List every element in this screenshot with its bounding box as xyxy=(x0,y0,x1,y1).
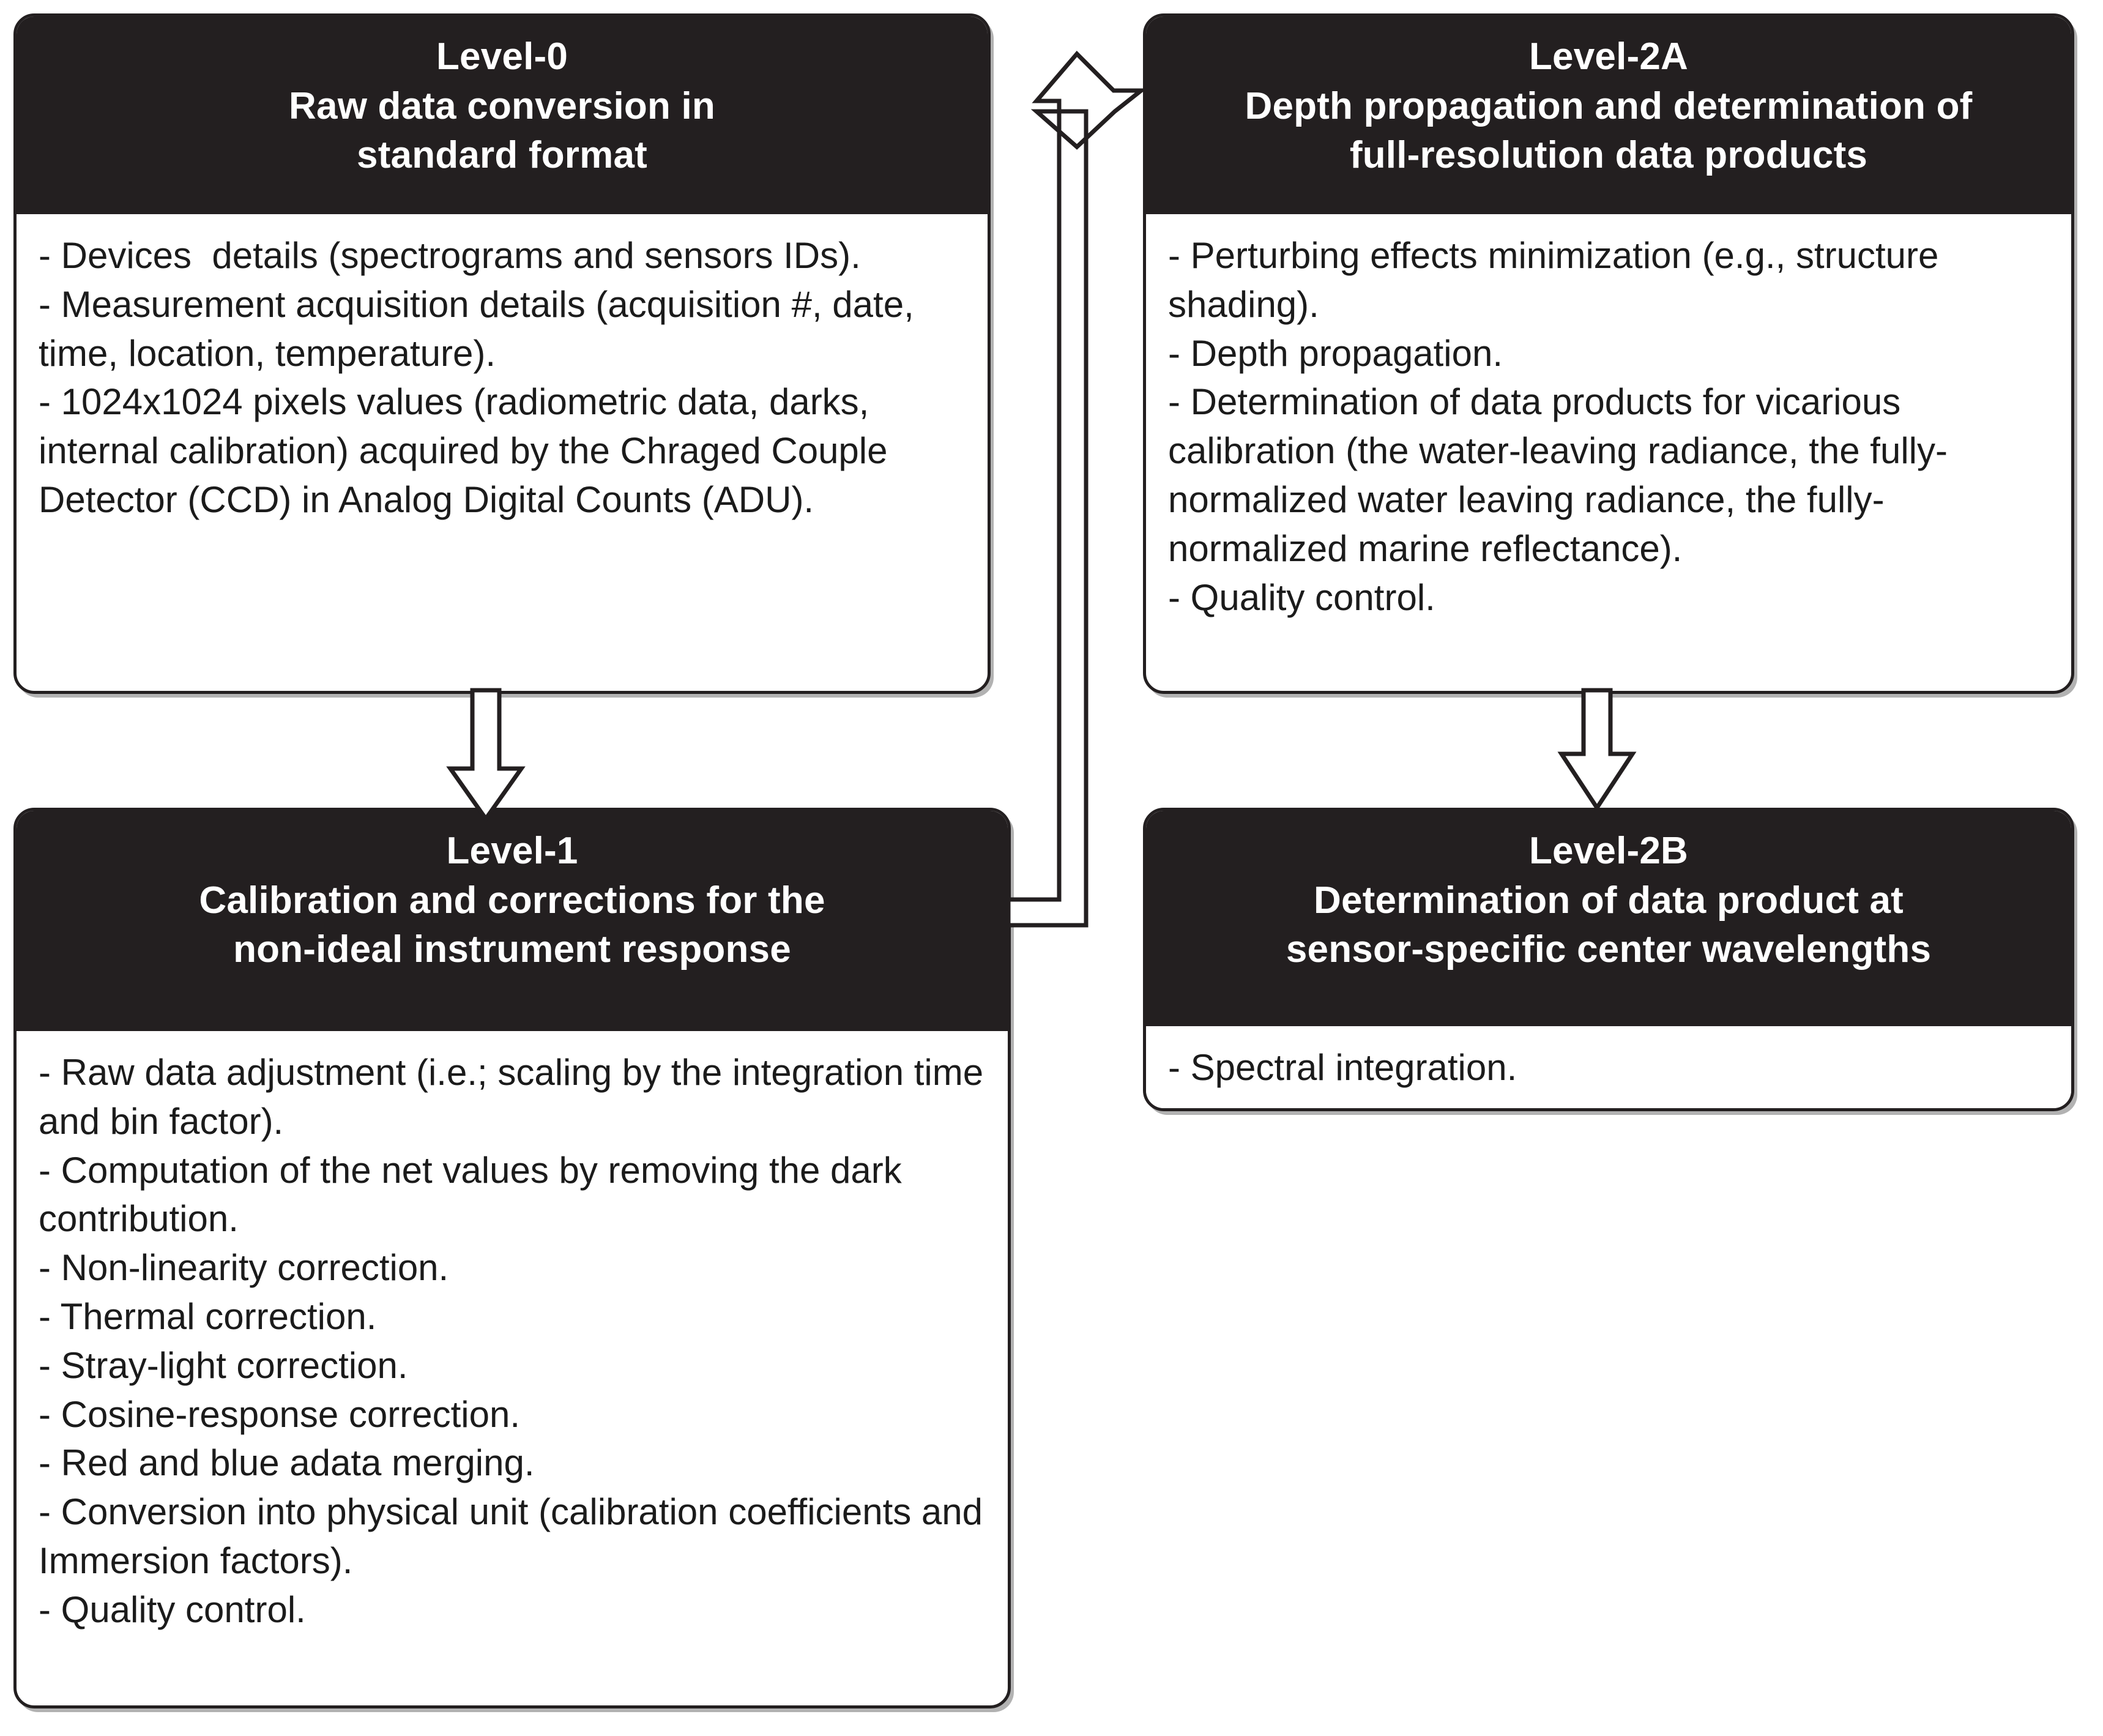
level-1-bullet: - Conversion into physical unit (calibra… xyxy=(39,1491,993,1581)
level-0-bullet: - 1024x1024 pixels values (radiometric d… xyxy=(39,381,898,520)
level-1-header: Level-1 Calibration and corrections for … xyxy=(17,811,1008,1031)
level-1-bullet: - Thermal correction. xyxy=(39,1295,377,1337)
level-2b-title: Level-2B xyxy=(1528,830,1689,872)
level-1-bullet: - Cosine-response correction. xyxy=(39,1393,521,1435)
level-2a-box: Level-2A Depth propagation and determina… xyxy=(1143,13,2074,694)
level-2b-header: Level-2B Determination of data product a… xyxy=(1146,811,2071,1026)
level-1-bullet: - Raw data adjustment (i.e.; scaling by … xyxy=(39,1052,994,1142)
level-1-box: Level-1 Calibration and corrections for … xyxy=(13,808,1011,1708)
level-0-bullet: - Measurement acquisition details (acqui… xyxy=(39,283,925,374)
level-2a-subtitle-line-1: Depth propagation and determination of xyxy=(1245,84,1973,127)
level-2a-subtitle-line-2: full-resolution data products xyxy=(1349,134,1868,177)
level-0-body: - Devices details (spectrograms and sens… xyxy=(17,214,988,542)
arrow-level1-to-level2a-icon xyxy=(1006,50,1148,928)
level-1-bullet: - Stray-light correction. xyxy=(39,1344,408,1386)
level-2b-bullet: - Spectral integration. xyxy=(1168,1047,1517,1088)
level-2b-box: Level-2B Determination of data product a… xyxy=(1143,808,2074,1111)
level-1-bullet: - Quality control. xyxy=(39,1589,306,1630)
level-0-bullet: - Devices details (spectrograms and sens… xyxy=(39,235,861,276)
level-1-body: - Raw data adjustment (i.e.; scaling by … xyxy=(17,1031,1008,1652)
level-2a-body: - Perturbing effects minimization (e.g.,… xyxy=(1146,214,2071,639)
level-2a-title: Level-2A xyxy=(1528,35,1689,78)
level-0-subtitle-line-1: Raw data conversion in xyxy=(289,84,715,127)
level-1-bullet: - Red and blue adata merging. xyxy=(39,1442,535,1484)
level-2a-bullet: - Determination of data products for vic… xyxy=(1168,381,1948,569)
level-2a-header: Level-2A Depth propagation and determina… xyxy=(1146,17,2071,214)
level-0-subtitle-line-2: standard format xyxy=(357,134,647,177)
arrow-level0-to-level1-icon xyxy=(446,688,526,823)
level-1-bullet: - Computation of the net values by remov… xyxy=(39,1149,912,1240)
level-0-header: Level-0 Raw data conversion in standard … xyxy=(17,17,988,214)
level-1-bullet: - Non-linearity correction. xyxy=(39,1247,449,1289)
level-2b-body: - Spectral integration. xyxy=(1146,1026,2071,1108)
level-0-box: Level-0 Raw data conversion in standard … xyxy=(13,13,991,694)
level-0-title: Level-0 xyxy=(436,35,568,78)
level-2a-bullet: - Depth propagation. xyxy=(1168,332,1503,374)
level-2b-subtitle-line-2: sensor-specific center wavelengths xyxy=(1286,928,1932,971)
level-2a-bullet: - Perturbing effects minimization (e.g.,… xyxy=(1168,235,1949,325)
level-1-subtitle-line-1: Calibration and corrections for the xyxy=(199,879,825,922)
arrow-level2a-to-level2b-icon xyxy=(1557,688,1637,812)
level-2a-bullet: - Quality control. xyxy=(1168,576,1435,618)
level-2b-subtitle-line-1: Determination of data product at xyxy=(1313,879,1904,922)
level-1-subtitle-line-2: non-ideal instrument response xyxy=(233,928,791,971)
level-1-title: Level-1 xyxy=(446,830,578,872)
